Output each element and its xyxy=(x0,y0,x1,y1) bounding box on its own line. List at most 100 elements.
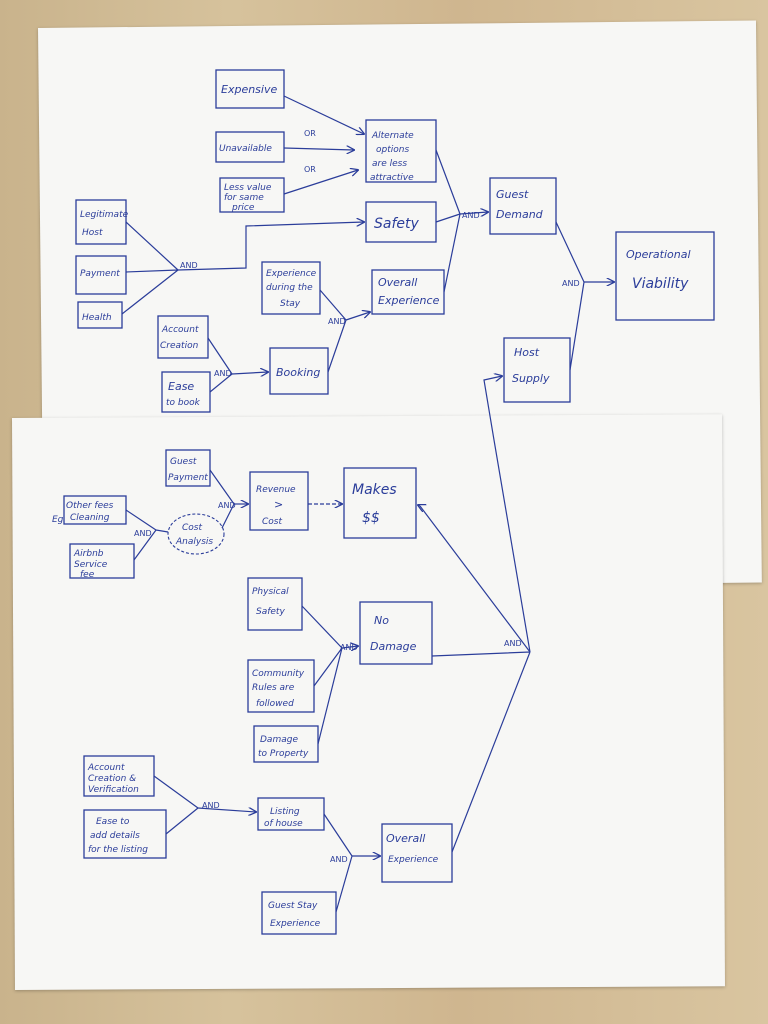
gate-and-revenue: AND xyxy=(218,501,236,510)
label-acct-ver-1: Account xyxy=(87,763,125,773)
label-less-value-1: Less value xyxy=(224,183,272,193)
label-guest-demand-1: Guest xyxy=(496,188,529,201)
box-revenue-cost xyxy=(249,471,309,531)
label-overall-exp-b-1: Overall xyxy=(386,832,425,845)
edge-and-experience xyxy=(345,312,370,321)
edge-demand-inputs xyxy=(435,149,461,293)
label-guest-payment-1: Guest xyxy=(170,457,197,467)
label-other-fees-2: Cleaning xyxy=(70,513,110,523)
label-physical: Physical xyxy=(252,587,289,597)
box-unavailable xyxy=(215,131,285,163)
label-operational: Operational xyxy=(626,248,691,261)
edge-main-to-host-supply xyxy=(483,376,531,653)
gate-or-2: OR xyxy=(304,165,316,174)
edge-expensive-alternate xyxy=(283,95,364,134)
label-alternate-2: options xyxy=(376,145,409,155)
edge-safety-inputs xyxy=(121,221,179,315)
box-account-creation xyxy=(157,315,209,359)
box-less-value xyxy=(219,177,285,213)
label-airbnb-1: Airbnb xyxy=(73,549,104,559)
label-airbnb-3: fee xyxy=(80,570,95,580)
label-revenue: Revenue xyxy=(256,485,296,495)
label-overall-exp-top-1: Overall xyxy=(378,276,417,289)
label-overall-exp-top-2: Experience xyxy=(378,294,440,307)
edge-and-damage xyxy=(341,646,358,648)
label-payment: Payment xyxy=(80,269,120,279)
label-no: No xyxy=(374,614,389,627)
box-no-damage xyxy=(359,601,433,665)
label-account-creation-1: Account xyxy=(161,325,199,335)
edge-unavailable-alternate xyxy=(283,148,354,150)
label-viability: Viability xyxy=(632,276,689,292)
label-acct-ver-3: Verification xyxy=(88,785,139,795)
label-guest-stay-2: Experience xyxy=(270,919,321,929)
box-health xyxy=(77,301,123,329)
label-makes: Makes xyxy=(352,482,397,498)
gate-and-viability: AND xyxy=(562,279,580,288)
label-acct-ver-2: Creation & xyxy=(88,774,136,784)
label-community-2: Rules are xyxy=(252,683,295,693)
edge-booking-inputs xyxy=(207,337,233,393)
label-ease-add-2: add details xyxy=(90,831,140,841)
label-host-supply-1: Host xyxy=(514,346,540,359)
label-booking: Booking xyxy=(276,366,320,379)
gate-and-main: AND xyxy=(504,639,522,648)
gate-and-fees: AND xyxy=(134,529,152,538)
label-community-1: Community xyxy=(252,669,305,679)
label-safety-b: Safety xyxy=(256,607,285,617)
label-ease-book-1: Ease xyxy=(168,380,194,393)
label-guest-payment-2: Payment xyxy=(168,473,208,483)
gate-and-listing: AND xyxy=(202,801,220,810)
edge-and-safety xyxy=(177,222,364,271)
box-guest-demand xyxy=(489,177,557,235)
label-ease-book-2: to book xyxy=(166,398,201,408)
label-cost-analysis-2: Analysis xyxy=(175,537,213,547)
label-account-creation-2: Creation xyxy=(160,341,199,351)
edge-fees-to-cost xyxy=(155,529,169,533)
box-physical-safety xyxy=(247,577,303,631)
label-damage: Damage xyxy=(370,640,417,653)
label-alternate-3: are less xyxy=(372,159,407,169)
label-listing-2: of house xyxy=(264,819,303,829)
label-less-value-2: for same xyxy=(224,193,264,203)
edge-and-booking xyxy=(231,372,268,374)
ellipse-cost-analysis xyxy=(167,513,225,555)
label-exp-stay-3: Stay xyxy=(280,299,301,309)
box-airbnb-fee xyxy=(69,543,135,579)
gate-and-safety: AND xyxy=(180,261,198,270)
label-host-supply-2: Supply xyxy=(512,372,550,385)
box-overall-experience-bottom xyxy=(381,823,453,883)
gate-or-1: OR xyxy=(304,129,316,138)
edge-listing-inputs xyxy=(153,775,199,835)
edge-and-demand xyxy=(459,212,488,214)
box-makes-money xyxy=(343,467,417,539)
gate-and-booking: AND xyxy=(214,369,232,378)
gate-and-experience: AND xyxy=(328,317,346,326)
box-guest-payment xyxy=(165,449,211,487)
label-safety: Safety xyxy=(374,216,419,232)
label-alternate-1: Alternate xyxy=(371,131,414,141)
label-eg: Eg xyxy=(52,515,64,525)
label-community-3: followed xyxy=(256,699,294,709)
label-guest-demand-2: Demand xyxy=(496,208,544,221)
label-cost: Cost xyxy=(262,517,282,527)
gate-and-demand: AND xyxy=(462,211,480,220)
box-payment xyxy=(75,255,127,295)
label-less-value-3: price xyxy=(231,203,255,213)
label-alternate-4: attractive xyxy=(370,173,414,183)
edge-revenue-inputs xyxy=(209,469,235,529)
label-gt: > xyxy=(274,498,283,511)
edge-lessvalue-alternate xyxy=(283,170,358,195)
edge-arrow-makes xyxy=(418,505,420,506)
label-ease-add-1: Ease to xyxy=(96,817,130,827)
label-legit-host-1: Legitimate xyxy=(80,210,129,220)
box-guest-stay-experience xyxy=(261,891,337,935)
label-guest-stay-1: Guest Stay xyxy=(268,901,318,911)
label-health: Health xyxy=(82,313,112,323)
box-operational-viability xyxy=(615,231,715,321)
gate-and-experience-bottom: AND xyxy=(330,855,348,864)
edge-exp-bottom-inputs xyxy=(323,813,353,913)
edge-main-and-inputs xyxy=(419,505,531,853)
label-expensive: Expensive xyxy=(221,83,277,96)
